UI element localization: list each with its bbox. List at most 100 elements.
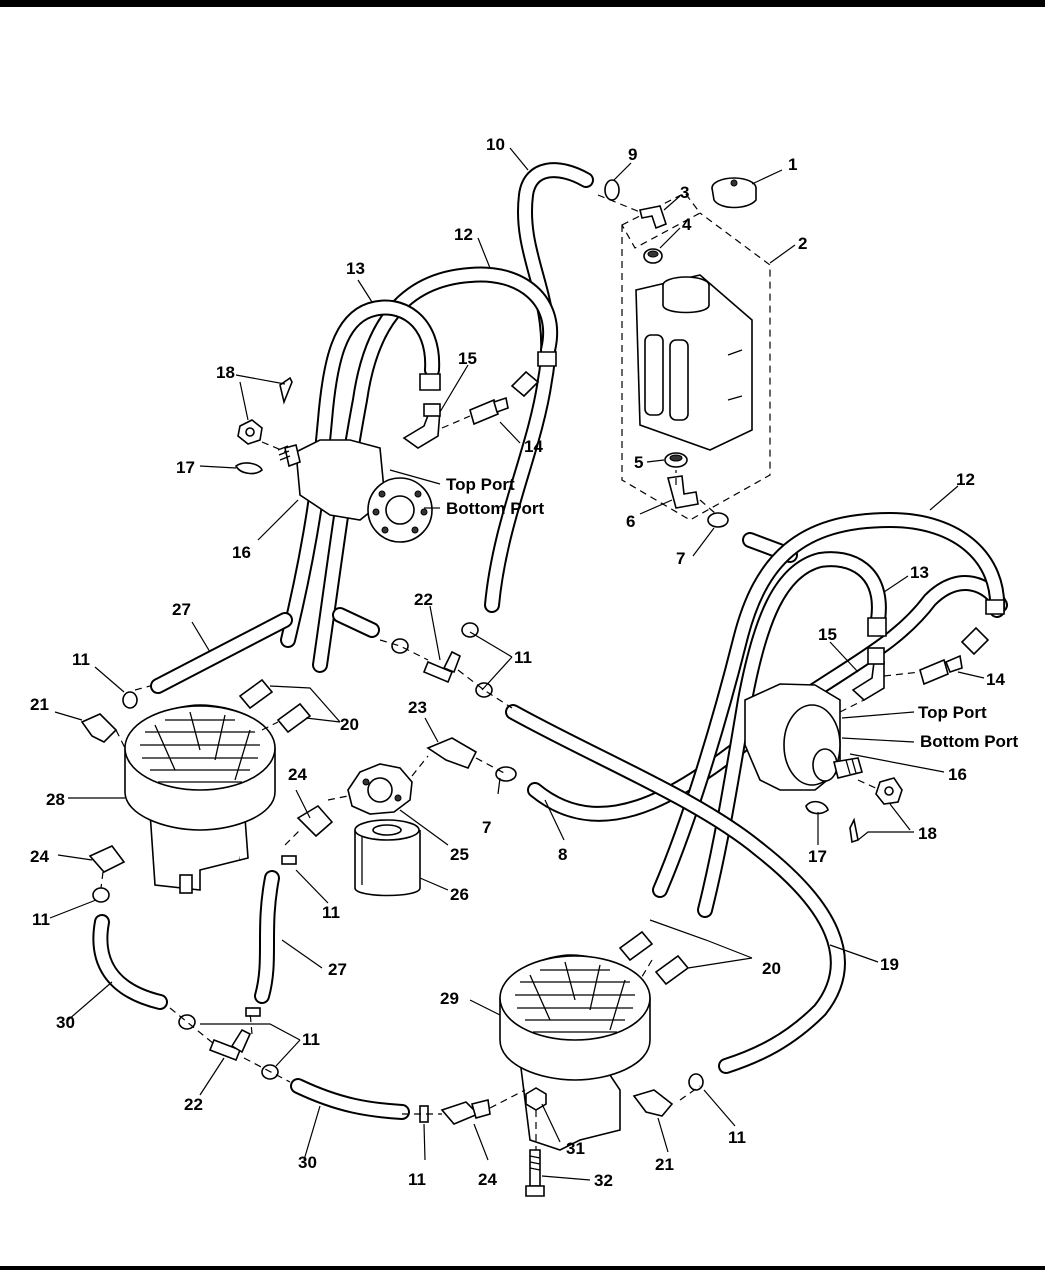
callout-7-mid: 7: [482, 818, 491, 837]
elbow-fitting-3: [639, 205, 667, 230]
filter-head-25: [347, 763, 413, 815]
clamp-11-b: [391, 638, 409, 654]
callout-28: 28: [46, 790, 65, 809]
key-17-left: [234, 462, 263, 475]
castle-nut-18-left: [237, 419, 263, 445]
fitting-24-c: [440, 1099, 491, 1125]
callout-24-a: 24: [288, 765, 307, 784]
bottom-port-label-left: Bottom Port: [446, 499, 545, 518]
hose-12-right: [652, 512, 1006, 898]
hose-10: [484, 162, 594, 613]
filter-26: [354, 819, 421, 897]
clamp-11-c: [461, 622, 479, 638]
callout-30-left: 30: [56, 1013, 75, 1032]
callout-25: 25: [450, 845, 469, 864]
elbow-21-left: [80, 713, 118, 743]
callout-13-left: 13: [346, 259, 365, 278]
callout-24-b: 24: [30, 847, 49, 866]
top-rule: [0, 0, 1045, 7]
callout-11-f: 11: [408, 1170, 426, 1189]
fitting-14-right: [919, 654, 963, 686]
callout-11-e: 11: [302, 1030, 320, 1049]
fitting-24-b: [88, 845, 126, 873]
pump-28: [124, 704, 276, 894]
elbow-fitting-6: [666, 475, 699, 509]
callout-9: 9: [628, 145, 637, 164]
callout-13-right: 13: [910, 563, 929, 582]
tee-22-bottom: [208, 1028, 252, 1062]
callout-11-g: 11: [728, 1128, 746, 1147]
tee-22-top: [422, 650, 462, 684]
bottom-rule: [0, 1266, 1045, 1270]
fitting-15-right: [851, 647, 885, 701]
callout-numbers: 1 2 3 4 5 6 7 7 8 9 10 11 11 11 11 11 11…: [30, 135, 1005, 1190]
leader-lines: [49, 147, 985, 1181]
reservoir-cap: [711, 177, 757, 209]
grommet-4: [643, 248, 663, 264]
callout-3: 3: [680, 183, 689, 202]
clamp-11-k: [688, 1073, 704, 1091]
clamp-9: [604, 179, 620, 201]
callout-14-left: 14: [524, 437, 543, 456]
hose-13-left: [280, 299, 441, 648]
callout-29: 29: [440, 989, 459, 1008]
callout-16-right: 16: [948, 765, 967, 784]
callout-17-right: 17: [808, 847, 827, 866]
bolt-32: [525, 1149, 545, 1197]
callout-2: 2: [798, 234, 807, 253]
top-port-label-left: Top Port: [446, 475, 515, 494]
callout-30-bottom: 30: [298, 1153, 317, 1172]
hose-27-bottom: [254, 870, 280, 1004]
castle-nut-18-right: [875, 777, 903, 805]
callout-15-left: 15: [458, 349, 477, 368]
bottom-port-label-right: Bottom Port: [920, 732, 1019, 751]
hose-end-right: [867, 599, 1005, 656]
callout-11-a: 11: [72, 650, 90, 669]
hose-27-top: [150, 612, 293, 694]
callout-20-left: 20: [340, 715, 359, 734]
hose-8: [527, 575, 1008, 822]
callout-11-d: 11: [322, 903, 340, 922]
callout-22-bottom: 22: [184, 1095, 203, 1114]
elbow-21-right: [632, 1089, 674, 1117]
hose-end-left: [419, 351, 557, 398]
callout-12-right: 12: [956, 470, 975, 489]
callout-19: 19: [880, 955, 899, 974]
callout-16-left: 16: [232, 543, 251, 562]
reservoir-assembly-outline: [621, 192, 771, 521]
clamp-11-f: [281, 855, 297, 865]
hose-27-stub: [332, 607, 380, 638]
pump-29: [499, 954, 651, 1151]
grommet-5: [664, 452, 688, 468]
dashed-connections: [100, 194, 921, 1150]
clamp-7-mid: [495, 766, 517, 782]
callout-21-left: 21: [30, 695, 49, 714]
key-17-right: [805, 800, 829, 815]
callout-18-left: 18: [216, 363, 235, 382]
callout-31: 31: [566, 1139, 585, 1158]
fitting-20-a: [238, 678, 274, 710]
fitting-20-b: [276, 702, 312, 734]
clamp-11-h: [245, 1007, 261, 1017]
hose-30-left: [92, 914, 168, 1010]
callout-11-c: 11: [32, 910, 50, 929]
clamp-7-top: [707, 512, 729, 528]
callout-10: 10: [486, 135, 505, 154]
callout-27-top: 27: [172, 600, 191, 619]
callout-8: 8: [558, 845, 567, 864]
top-port-label-right: Top Port: [918, 703, 987, 722]
callout-24-c: 24: [478, 1170, 497, 1189]
elbow-23: [426, 737, 478, 769]
callout-15-right: 15: [818, 625, 837, 644]
hose-12-left: [312, 266, 558, 673]
callout-23: 23: [408, 698, 427, 717]
callout-6: 6: [626, 512, 635, 531]
clamp-11-a: [122, 691, 138, 709]
fitting-20-d: [654, 954, 690, 986]
fitting-20-c: [618, 930, 654, 962]
steering-valve-right: [744, 683, 863, 791]
callout-11-b: 11: [514, 648, 532, 667]
fitting-14-left: [469, 396, 509, 426]
